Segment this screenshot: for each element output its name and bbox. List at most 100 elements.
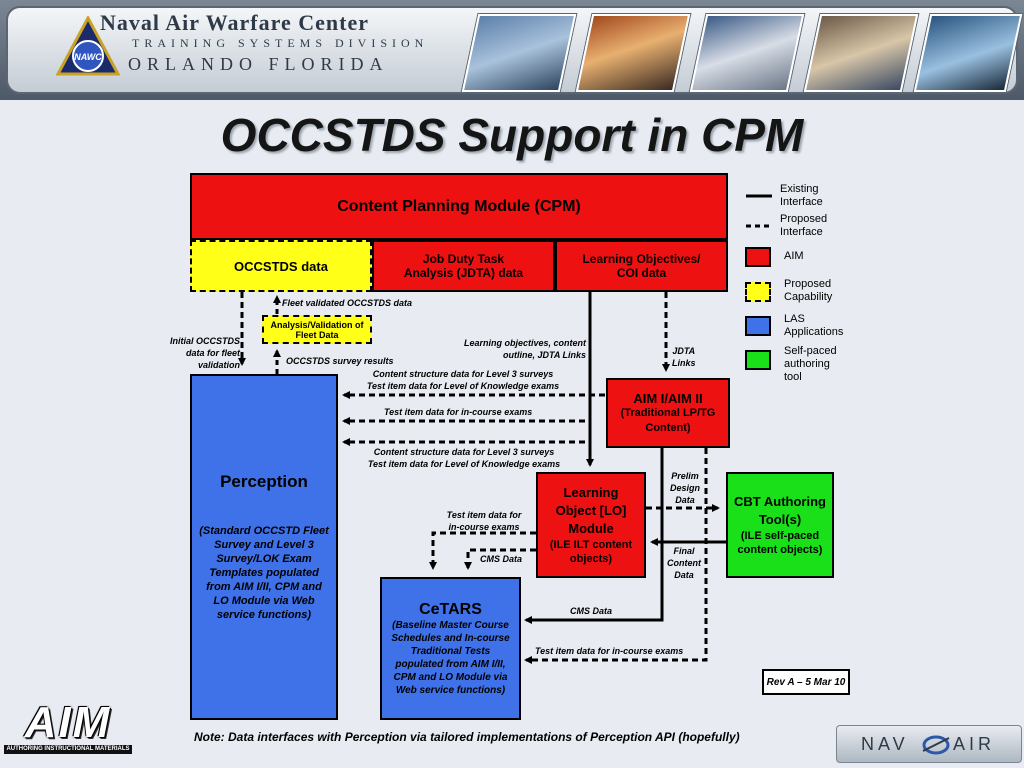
legend-selfpaced: Self-paced authoring tool [784,345,837,384]
legend-las-line1: LAS [784,313,805,325]
csd1-line2: Test item data for Level of Knowledge ex… [366,381,560,391]
legend-selfpaced-swatch [745,350,771,370]
legend-las: LAS Applications [784,313,843,339]
jdta-links-label: JDTA Links [672,345,696,369]
test-item-incourse-label-2: Test item data for in-course exams [438,509,530,533]
perception-box: Perception (Standard OCCSTD Fleet Survey… [190,374,338,720]
initial-label-line2: data for fleet [185,348,240,358]
legend-existing-line2: Interface [780,196,823,208]
jdta-label-line2: Analysis (JDTA) data [403,266,524,280]
legend-las-swatch [745,316,771,336]
lo-label-line1: Learning Objectives/ [582,252,701,266]
cms-data-label-2: CMS Data [570,606,613,616]
lo-content-label: Learning objectives, content outline, JD… [440,337,586,361]
cbt-title: CBT Authoring Tool(s) [734,494,826,527]
legend-selfpaced-line1: Self-paced [784,345,837,357]
occstds-label: OCCSTDS data [234,258,328,274]
jdta-links-line2: Links [672,358,696,368]
fleet-validated-label: Fleet validated OCCSTDS data [282,298,413,308]
cpm-label: Content Planning Module (CPM) [337,197,581,215]
csd2-line2: Test item data for Level of Knowledge ex… [367,459,561,469]
aim-title: AIM I/AIM II [633,390,703,406]
aim-to-cetars-testitems-arrow [524,448,708,664]
legend-las-line2: Applications [784,326,844,338]
lo-content-line1: Learning objectives, content [463,338,586,348]
lo-content-line2: outline, JDTA Links [502,350,586,360]
analysis-label-line2: Fleet Data [295,329,339,340]
footnote: Note: Data interfaces with Perception vi… [194,730,740,744]
cetars-title: CeTARS [419,600,482,618]
slide-title: OCCSTDS Support in CPM [220,109,804,161]
lom-title: Learning Object [LO] Module [555,485,627,536]
ti-incourse2-line2: in-course exams [448,522,520,532]
legend-selfpaced-line2: authoring [784,358,830,370]
perception-title: Perception [220,472,308,491]
final-line2: Content [667,558,701,568]
occstds-data-box: OCCSTDS data [190,240,372,292]
cetars-box: CeTARS (Baseline Master Course Schedules… [380,577,521,720]
aim-description: (Traditional LP/TG Content) [620,406,716,434]
header-division: TRAINING SYSTEMS DIVISION [132,36,429,50]
revision-box: Rev A – 5 Mar 10 [762,669,850,695]
content-structure-label-2: Content structure data for Level 3 surve… [352,446,576,470]
navair-logo-left: NAV [861,734,909,754]
lo-to-cetars-cms-arrow [464,548,536,570]
navair-logo: NAV AIR [836,725,1022,763]
legend-proposed: Proposed Interface [780,213,827,239]
legend-aim-swatch [745,247,771,267]
aim-to-cetars-cms-arrow [524,448,664,624]
lo-label-line2: COI data [616,266,667,280]
initial-label-line3: validation [197,360,240,370]
aim-logo: AIM AUTHORING INSTRUCTIONAL MATERIALS [4,701,132,757]
aim-logo-subtitle: AUTHORING INSTRUCTIONAL MATERIALS [4,745,132,754]
cms-data-label-1: CMS Data [480,554,523,564]
jdta-links-line1: JDTA [672,346,696,356]
csd1-line1: Content structure data for Level 3 surve… [372,369,554,379]
legend-existing: Existing Interface [780,183,823,209]
prelim-line2: Design [669,483,700,493]
jdta-box: Job Duty Task Analysis (JDTA) data [372,240,555,292]
learning-objectives-box: Learning Objectives/ COI data [555,240,728,292]
cpm-box: Content Planning Module (CPM) [190,173,728,240]
content-structure-label-1: Content structure data for Level 3 surve… [352,368,574,392]
cbt-description: (ILE self-paced content objects) [737,530,823,556]
lom-description: (ILE ILT content objects) [549,539,633,565]
legend-proposed-cap-line1: Proposed [784,278,832,290]
ti-incourse2-line1: Test item data for [446,510,522,520]
nawc-logo: NAWC [56,16,120,76]
navair-logo-right: AIR [953,734,996,754]
legend-existing-line1: Existing [780,183,819,195]
analysis-validation-box: Analysis/Validation of Fleet Data [262,315,372,344]
legend-proposed-cap-line2: Capability [784,291,833,303]
final-line3: Data [674,570,694,580]
initial-label-line1: Initial OCCSTDS [169,336,240,346]
lo-to-cetars-testitems-arrow [429,531,536,570]
legend-aim-label: AIM [784,250,804,262]
aim-box: AIM I/AIM II (Traditional LP/TG Content) [606,378,730,448]
final-line1: Final [673,546,695,556]
header-location: ORLANDO FLORIDA [128,54,389,74]
csd2-line1: Content structure data for Level 3 surve… [373,447,555,457]
prelim-line1: Prelim [671,471,699,481]
nawc-logo-text: NAWC [74,52,102,62]
legend-proposed-line2: Interface [780,226,823,238]
legend-proposed-line1: Proposed [780,213,828,225]
analysis-label-line1: Analysis/Validation of [270,319,364,330]
test-item-incourse-label-3: Test item data for in-course exams [535,646,684,656]
aim-logo-text: AIM [24,698,112,747]
legend-proposed-capability: Proposed Capability [784,278,832,304]
prelim-line3: Data [675,495,695,505]
perception-description: (Standard OCCSTD Fleet Survey and Level … [199,525,329,621]
survey-results-label: OCCSTDS survey results [286,356,394,366]
final-content-label: Final Content Data [664,545,704,581]
header-title: Naval Air Warfare Center [100,10,370,35]
initial-occstds-label: Initial OCCSTDS data for fleet validatio… [150,335,240,371]
prelim-design-label: Prelim Design Data [666,470,704,506]
legend-selfpaced-line3: tool [784,371,802,383]
legend-proposed-swatch [745,282,771,302]
jdta-label-line1: Job Duty Task [422,252,505,266]
navair-swoosh-icon [922,735,950,755]
cbt-authoring-box: CBT Authoring Tool(s) (ILE self-paced co… [726,472,834,578]
cetars-description: (Baseline Master Course Schedules and In… [391,619,510,696]
learning-object-module-box: Learning Object [LO] Module (ILE ILT con… [536,472,646,578]
